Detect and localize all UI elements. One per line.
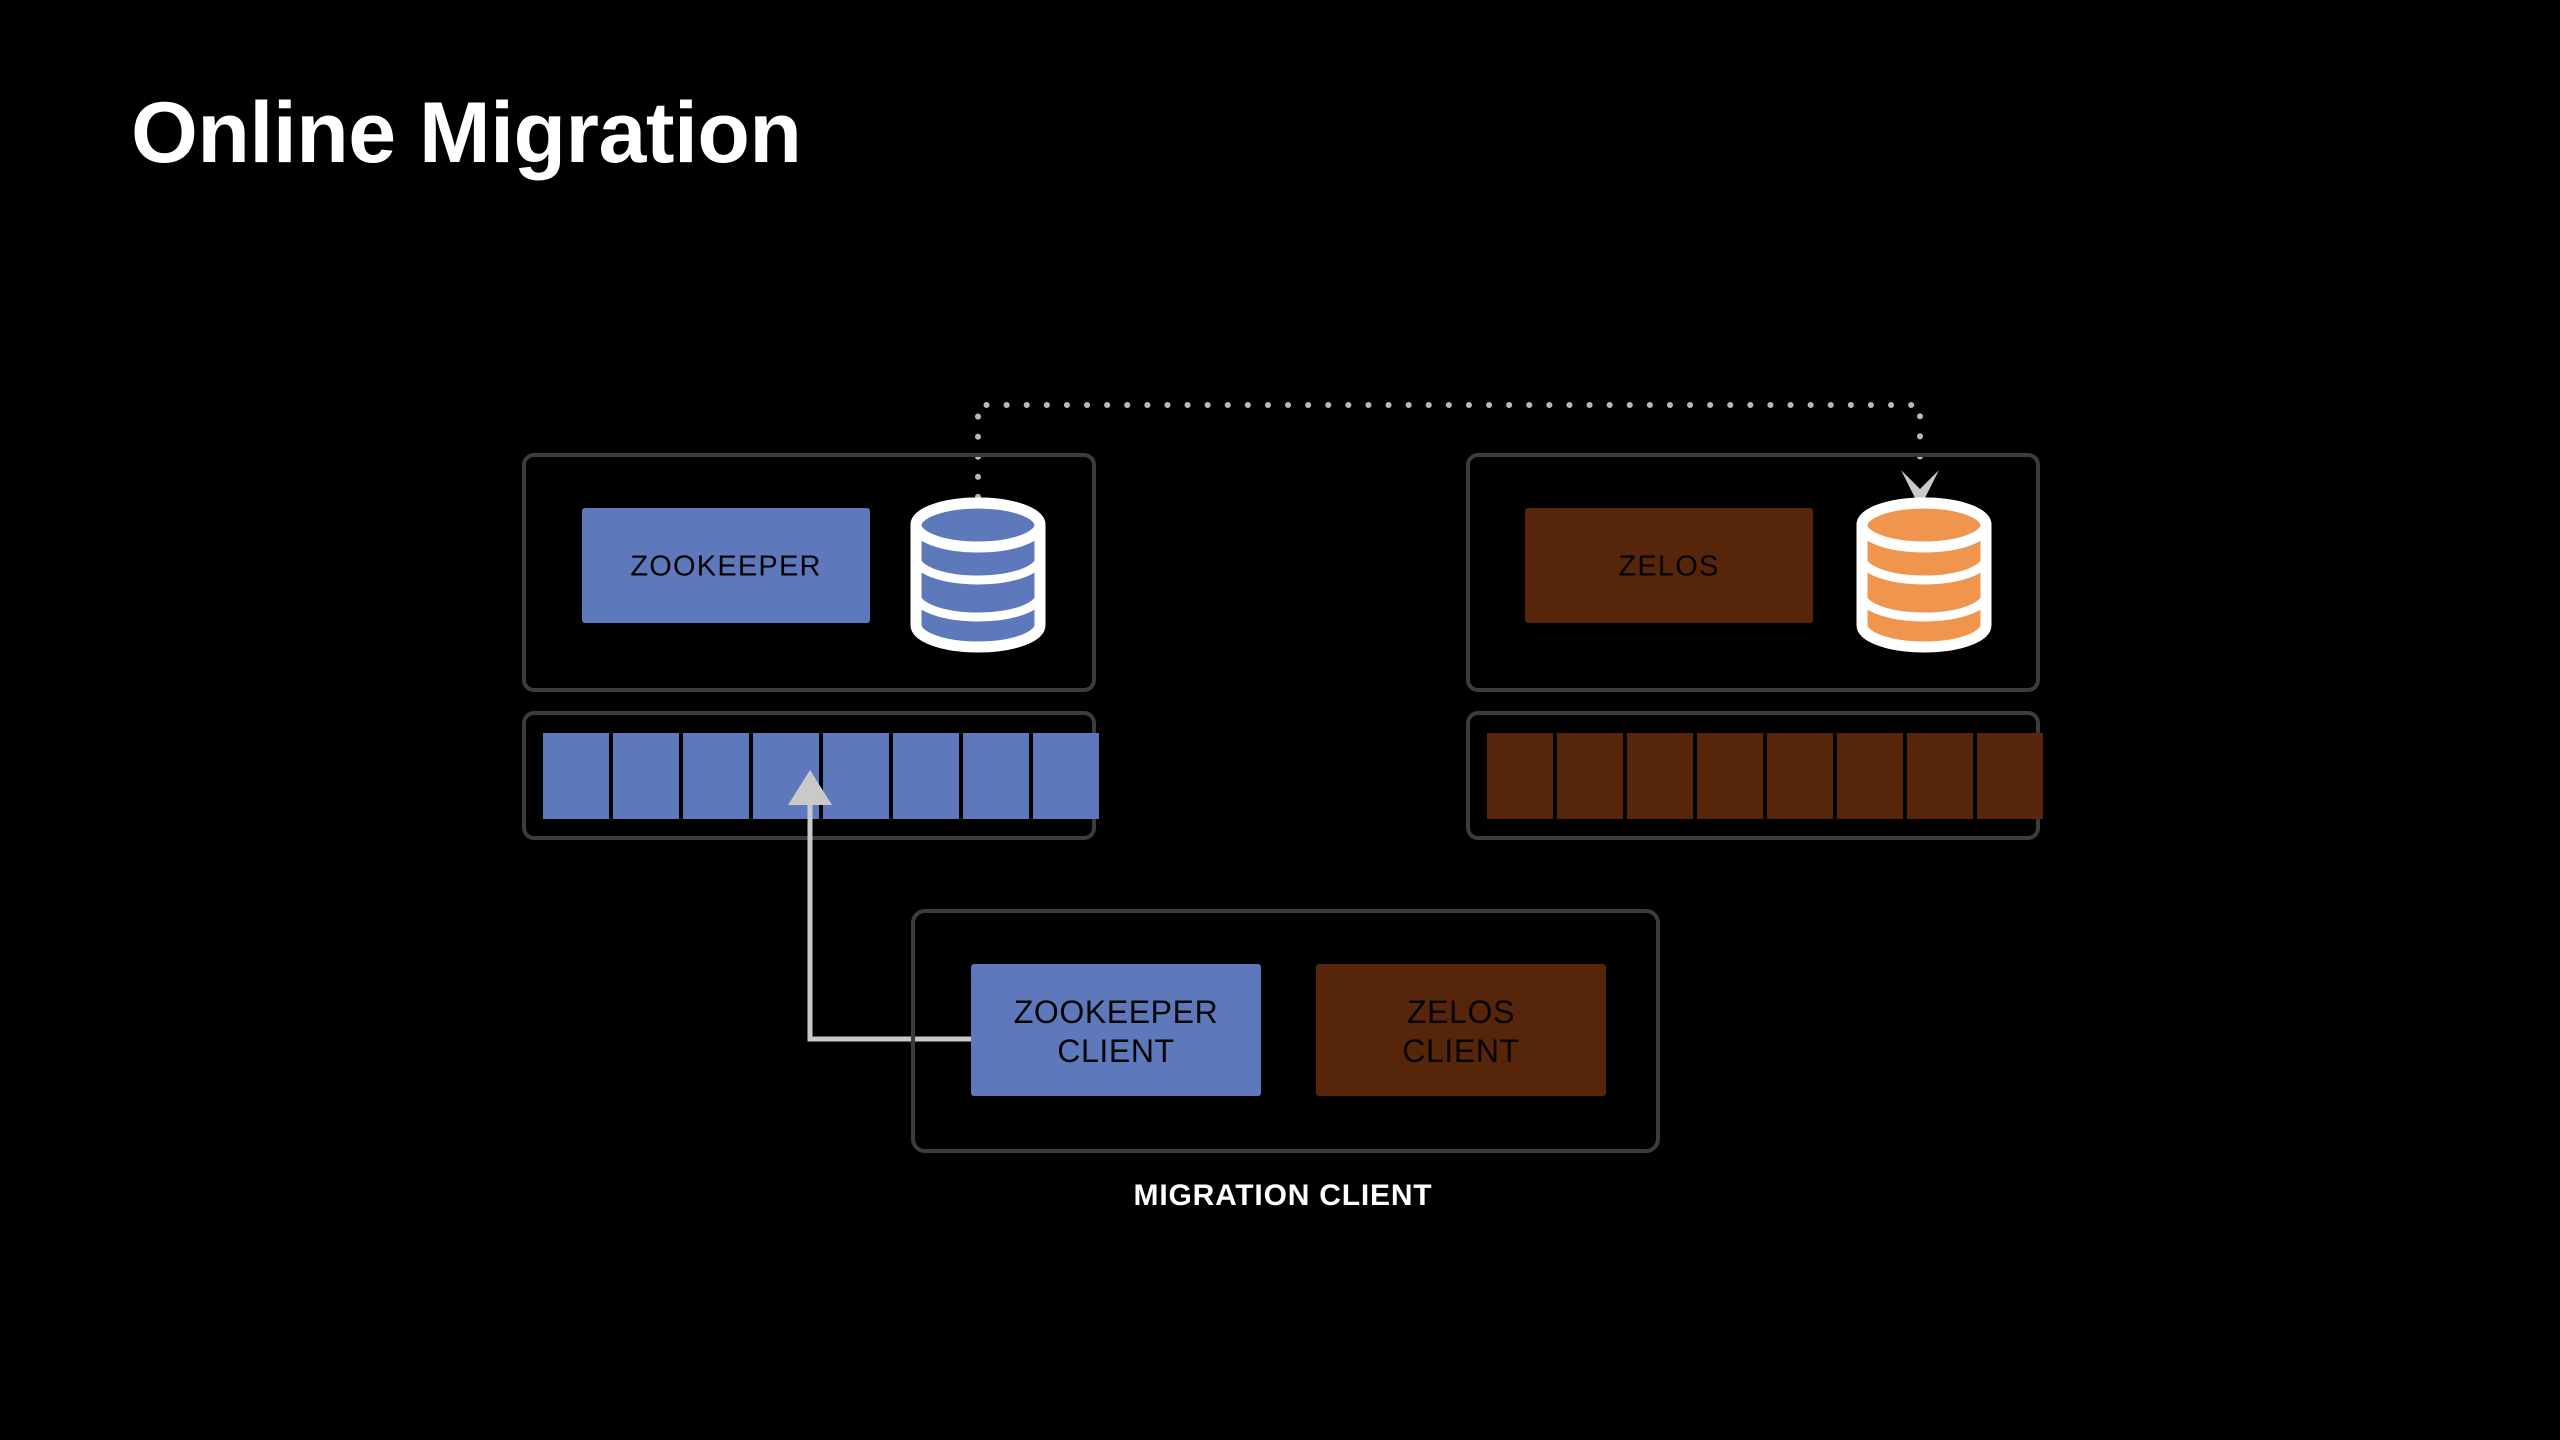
zookeeper-service-label: ZOOKEEPER (630, 551, 821, 583)
zelos-log-panel (1466, 711, 2043, 840)
zelos-service-panel: ZELOS (1466, 453, 2040, 692)
zelos-service-box[interactable] (1525, 508, 1813, 623)
zookeeper-client-label-line2: CLIENT (1057, 1033, 1174, 1069)
log-segment[interactable] (1837, 733, 1903, 819)
log-segment[interactable] (683, 733, 749, 819)
zookeeper-service-box[interactable] (582, 508, 870, 623)
log-segment[interactable] (1767, 733, 1833, 819)
log-segment[interactable] (543, 733, 609, 819)
zookeeper-panel-border (522, 453, 1096, 692)
zookeeper-service-panel: ZOOKEEPER (522, 453, 1096, 692)
log-segment[interactable] (963, 733, 1029, 819)
zookeeper-store-database-cylinder-icon[interactable] (910, 497, 1046, 653)
migration-client-caption: MIGRATION CLIENT (1134, 1179, 1433, 1212)
log-segment[interactable] (823, 733, 889, 819)
zookeeper-client-box[interactable]: ZOOKEEPER CLIENT (971, 964, 1261, 1096)
connection-client-write (788, 770, 980, 1042)
log-segment[interactable] (1487, 733, 1553, 819)
connection-snapshot-copy (975, 402, 1939, 508)
log-segment[interactable] (1977, 733, 2043, 819)
log-segment[interactable] (1627, 733, 1693, 819)
zelos-panel-border (1466, 453, 2040, 692)
zookeeper-log-segments (543, 733, 1099, 819)
log-segment[interactable] (1033, 733, 1099, 819)
zelos-client-box[interactable]: ZELOS CLIENT (1316, 964, 1606, 1096)
zelos-client-label-line2: CLIENT (1402, 1033, 1519, 1069)
log-segment[interactable] (613, 733, 679, 819)
log-segment[interactable] (893, 733, 959, 819)
log-segment[interactable] (1907, 733, 1973, 819)
page-title: Online Migration (131, 85, 802, 181)
zelos-store-database-cylinder-icon[interactable] (1856, 497, 1992, 653)
zelos-client-label-line1: ZELOS (1407, 994, 1515, 1030)
zookeeper-log-panel (522, 711, 1099, 840)
log-segment[interactable] (1697, 733, 1763, 819)
migration-client-panel: ZOOKEEPER CLIENT ZELOS CLIENT MIGRATION … (911, 909, 1660, 1212)
zelos-log-segments (1487, 733, 2043, 819)
zelos-service-label: ZELOS (1618, 551, 1719, 583)
migration-client-border (911, 909, 1660, 1153)
log-segment[interactable] (1557, 733, 1623, 819)
zookeeper-client-label-line1: ZOOKEEPER (1014, 994, 1219, 1030)
